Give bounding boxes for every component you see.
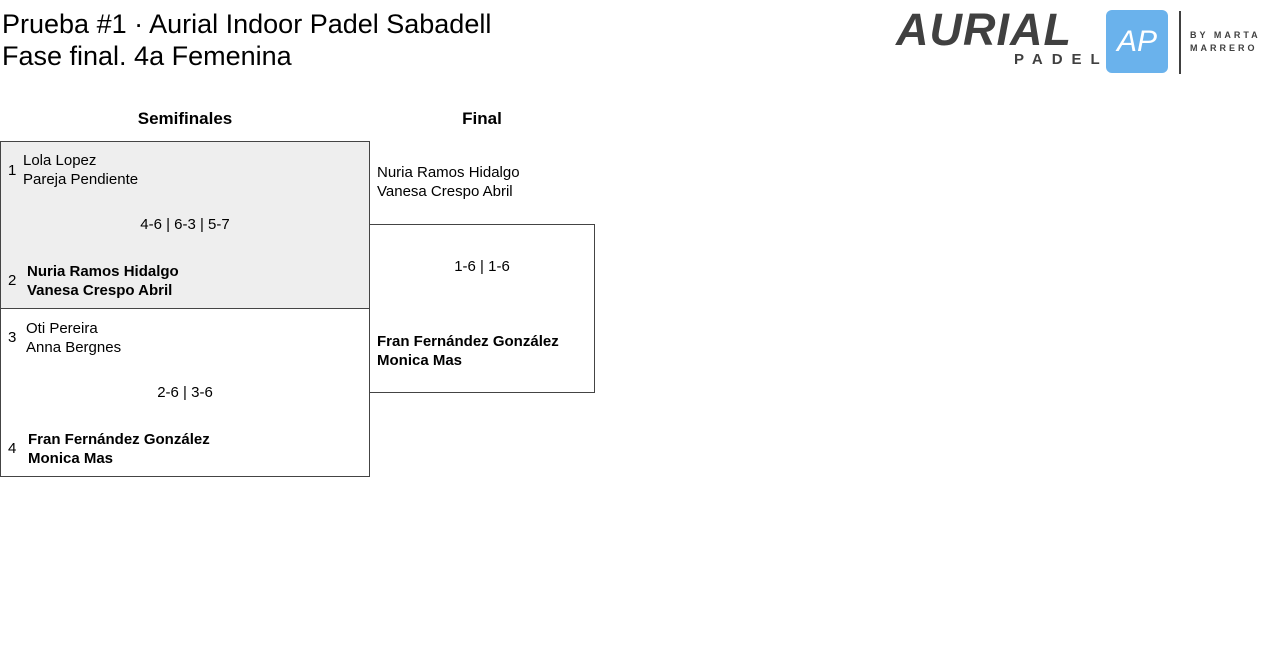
team-player-winner: Vanesa Crespo Abril — [27, 282, 173, 299]
team-player-winner: Monica Mas — [28, 450, 114, 467]
final-winner-player: Fran Fernández González — [377, 333, 559, 350]
team-player-winner: Fran Fernández González — [28, 431, 210, 448]
round-header-semis: Semifinales — [137, 109, 233, 128]
match-score: 2-6 | 3-6 — [157, 384, 213, 401]
seed-number: 3 — [8, 329, 17, 346]
round-header-final: Final — [462, 109, 502, 128]
team-player: Pareja Pendiente — [23, 171, 139, 188]
final-winner-player: Monica Mas — [377, 352, 463, 369]
aurial-logo: AURIAL PADEL AP BY MARTA MARRERO — [896, 4, 1271, 74]
seed-number: 2 — [8, 272, 17, 289]
seed-number: 1 — [8, 162, 17, 179]
team-player: Lola Lopez — [23, 152, 97, 169]
final-score: 1-6 | 1-6 — [454, 258, 510, 275]
semifinal-match-2[interactable]: 3 Oti Pereira Anna Bergnes 2-6 | 3-6 4 F… — [0, 308, 370, 477]
logo-by2: MARRERO — [1190, 43, 1258, 53]
final-match[interactable]: 1-6 | 1-6 Fran Fernández González Monica… — [369, 224, 595, 393]
final-team-player: Vanesa Crespo Abril — [377, 183, 513, 200]
match-score: 4-6 | 6-3 | 5-7 — [140, 216, 230, 233]
page-title: Prueba #1 · Aurial Indoor Padel Sabadell — [2, 9, 492, 39]
semifinal-match-1[interactable]: 1 Lola Lopez Pareja Pendiente 4-6 | 6-3 … — [0, 141, 370, 309]
logo-brand: AURIAL — [896, 4, 1072, 55]
seed-number: 4 — [8, 440, 17, 457]
team-player: Anna Bergnes — [26, 339, 122, 356]
final-team-player: Nuria Ramos Hidalgo — [377, 164, 520, 181]
logo-divider — [1179, 11, 1181, 74]
logo-sub: PADEL — [1014, 51, 1109, 68]
logo-mark-icon: AP — [1106, 10, 1168, 73]
logo-by: BY MARTA — [1190, 30, 1261, 40]
page-subtitle: Fase final. 4a Femenina — [2, 41, 292, 71]
team-player-winner: Nuria Ramos Hidalgo — [27, 263, 179, 280]
team-player: Oti Pereira — [26, 320, 98, 337]
